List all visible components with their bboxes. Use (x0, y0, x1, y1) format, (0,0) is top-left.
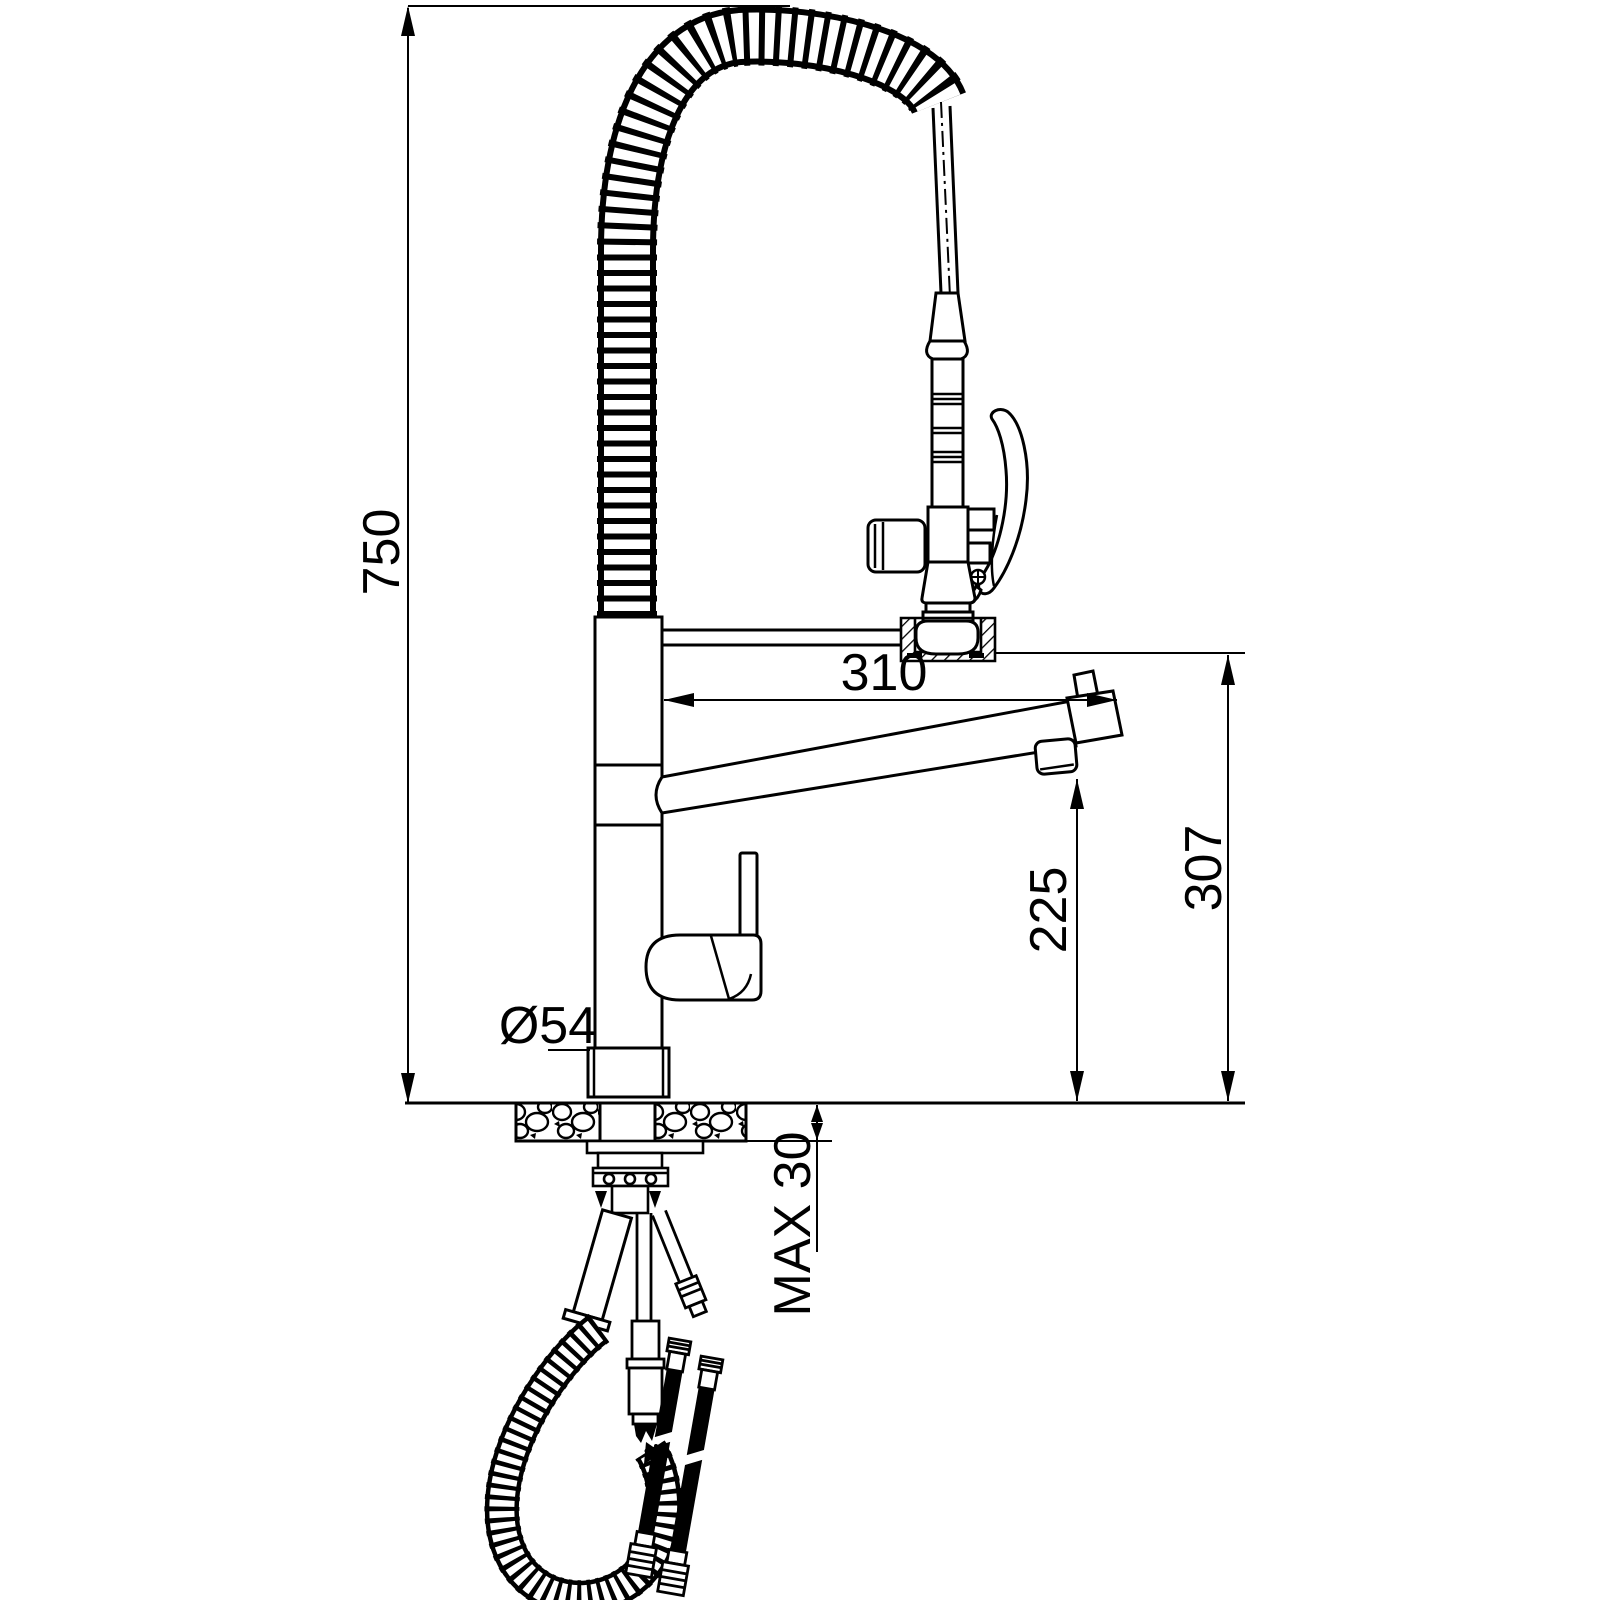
spring-coil-rings (597, 5, 967, 617)
countertop-slab-left (514, 1101, 602, 1143)
arrowhead-up (401, 6, 415, 36)
housing-curve (728, 973, 753, 1001)
spray-bell (920, 560, 977, 605)
dimension-max-counter-thickness: MAX 30 (764, 1105, 832, 1316)
under-counter-washer (585, 1139, 705, 1155)
retaining-clip (595, 1191, 607, 1208)
hose-centerline (940, 101, 951, 298)
dimension-spout-outlet-height: 225 (1020, 779, 1084, 1101)
dimension-spout-reach: 310 (664, 644, 1117, 707)
dimension-label-307: 307 (1175, 825, 1233, 912)
hose-edge-right (948, 105, 960, 294)
arrowhead-down (1070, 1071, 1084, 1101)
shank-neck (596, 1151, 664, 1170)
countertop-slab-right (653, 1101, 748, 1143)
spray-body-boss-upper (964, 507, 996, 532)
dimension-label-diameter54: Ø54 (499, 997, 597, 1055)
hose-edge-left (931, 107, 943, 294)
dimension-overall-height: 750 (353, 5, 790, 1103)
nozzle-dome (914, 619, 980, 656)
pulldown-hose-connector (625, 1213, 666, 1454)
handle-cartridge-housing (644, 933, 763, 1002)
dimension-base-diameter: Ø54 (499, 997, 597, 1055)
spray-head (866, 291, 1029, 623)
dimension-label-750: 750 (353, 509, 411, 596)
spray-trigger-lever (977, 408, 1029, 596)
handle-lever-stick (738, 851, 759, 939)
left-supply-tube (561, 1208, 634, 1333)
dimension-spray-rest-height: 307 (995, 652, 1245, 1101)
spray-support-arm (662, 628, 901, 647)
spray-connector-waist (925, 339, 969, 361)
dimension-label-310: 310 (841, 644, 928, 702)
nut-hole (644, 1172, 658, 1186)
spray-body (926, 505, 970, 564)
spout-tube (654, 699, 1078, 815)
arrowhead-down (811, 1123, 823, 1140)
supply-hose-b (656, 1354, 725, 1598)
braided-hose-core (489, 1317, 678, 1600)
arrowhead-left (664, 693, 694, 707)
arrowhead-down (1221, 1071, 1235, 1101)
mixer-handle (644, 851, 763, 1002)
hose-break-symbol (634, 1424, 657, 1443)
dimension-label-225: 225 (1020, 867, 1078, 954)
spout (654, 669, 1124, 815)
right-connector-hose (651, 1209, 709, 1319)
housing-joint (709, 935, 731, 1000)
retaining-clip (649, 1191, 661, 1208)
spray-shaft-ribs (932, 392, 963, 464)
spray-trigger-inner-line (990, 514, 999, 587)
arrowhead-up (1070, 779, 1084, 809)
mounting-hardware (585, 1139, 705, 1215)
cradle-pad (907, 653, 922, 658)
supply-hose-a (624, 1336, 693, 1580)
spray-side-knob (866, 518, 927, 574)
nut-hole (623, 1172, 637, 1186)
spray-hose-connector (928, 291, 967, 343)
under-counter-hoses (484, 1208, 709, 1600)
nut-hole (602, 1172, 616, 1186)
arrowhead-up (811, 1105, 823, 1122)
spray-rest-cradle (899, 616, 997, 663)
spout-aerator (1033, 737, 1079, 776)
spout-end-cap (1065, 689, 1124, 745)
hose-segment (670, 1459, 703, 1553)
cradle-pad (969, 653, 984, 658)
hose-segment (686, 1387, 715, 1456)
arrowhead-right (1087, 693, 1117, 707)
arrowhead-down (401, 1073, 415, 1103)
spring-coil-hose (597, 5, 967, 617)
dimension-label-max30: MAX 30 (764, 1132, 822, 1317)
hose-segment (654, 1369, 683, 1438)
base-flange (586, 1046, 671, 1099)
faucet-column (586, 615, 671, 1099)
hose-segment (638, 1441, 671, 1535)
spray-body-boss-lower (964, 541, 992, 565)
arrowhead-up (1221, 655, 1235, 685)
threaded-shank (610, 1184, 650, 1215)
